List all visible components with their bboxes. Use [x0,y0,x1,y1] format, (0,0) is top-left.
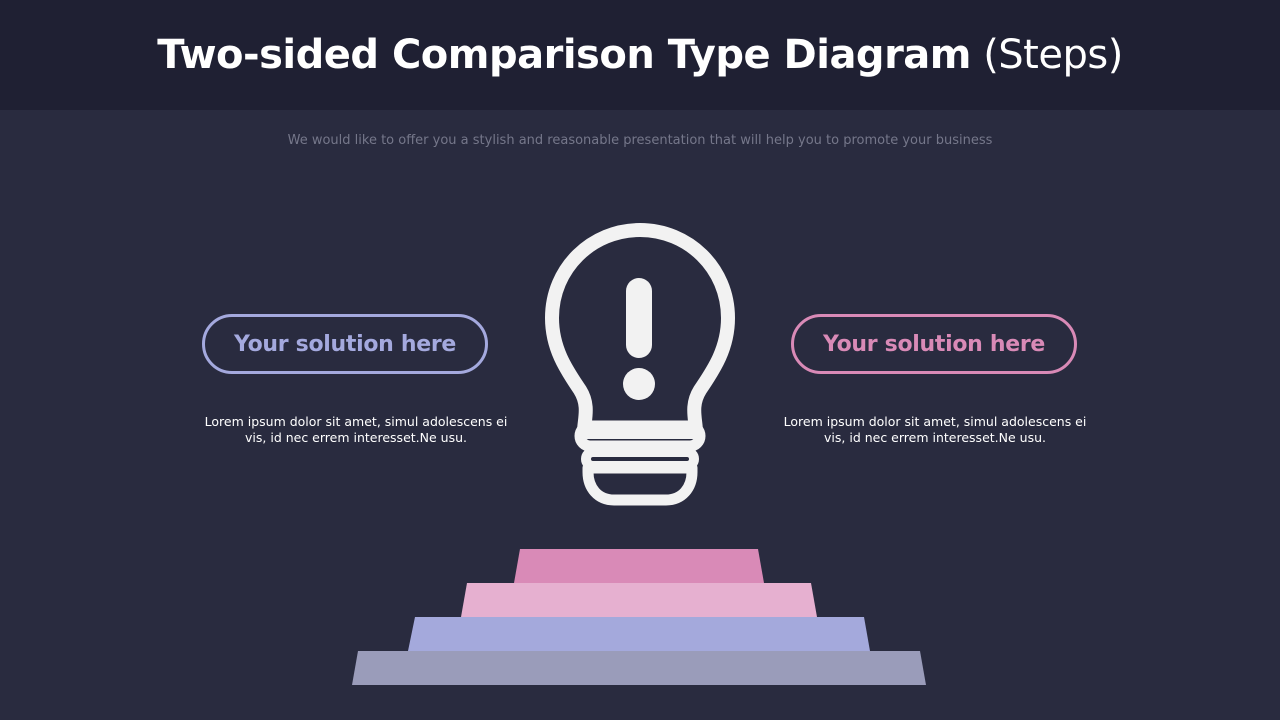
lightbulb-exclamation-icon [545,223,735,506]
step-4 [352,651,926,685]
step-2 [461,583,817,617]
exclamation-dot [623,368,655,400]
page-subtitle: We would like to offer you a stylish and… [287,133,993,148]
right-description: Lorem ipsum dolor sit amet, simul adoles… [783,414,1087,445]
title-main: Two-sided Comparison Type Diagram [157,32,971,78]
right-solution-pill: Your solution here [791,314,1077,374]
bulb-base [582,462,698,506]
bulb-band-1 [574,420,706,452]
steps-pyramid [352,549,926,685]
left-solution-pill: Your solution here [202,314,488,374]
header-bar [0,0,1280,110]
left-description: Lorem ipsum dolor sit amet, simul adoles… [204,414,508,445]
page-title: Two-sided Comparison Type Diagram (Steps… [0,28,1280,82]
step-1 [514,549,764,583]
bulb-outline [545,223,735,439]
title-suffix: (Steps) [983,32,1123,78]
exclamation-bar [626,278,652,358]
step-3 [408,617,870,651]
